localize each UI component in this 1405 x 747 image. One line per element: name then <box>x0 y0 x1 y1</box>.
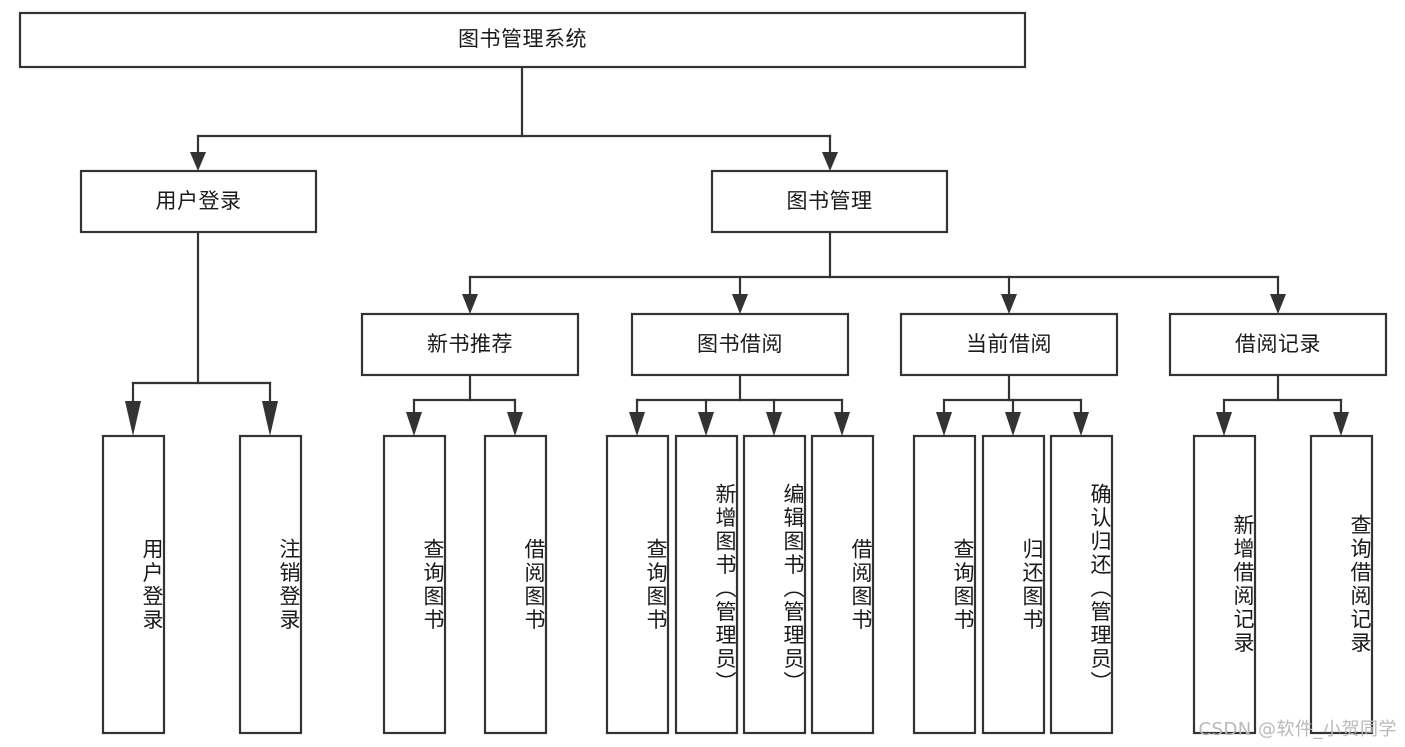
link-borrowrecord-to-leaves <box>1216 373 1349 436</box>
node-new-book-recommend-box[interactable] <box>360 312 580 377</box>
link-bookborrow-to-leaves <box>629 373 850 436</box>
link-root-to-level2 <box>190 65 838 171</box>
leaf-box-borrow-record-2[interactable] <box>1309 434 1374 735</box>
link-userlogin-to-leaves <box>125 230 278 436</box>
leaf-box-book-borrow-2[interactable] <box>674 434 739 735</box>
link-bookmgmt-to-level3 <box>462 230 1286 314</box>
node-root-box[interactable] <box>18 11 1027 69</box>
node-current-borrow-box[interactable] <box>899 312 1119 377</box>
leaf-box-user-login-2[interactable] <box>238 434 303 735</box>
leaf-box-user-login-1[interactable] <box>101 434 166 735</box>
leaf-box-new-book-2[interactable] <box>483 434 548 735</box>
node-book-management-box[interactable] <box>710 169 949 234</box>
link-newbook-to-leaves <box>406 373 523 436</box>
leaf-box-current-borrow-2[interactable] <box>981 434 1046 735</box>
leaf-box-book-borrow-3[interactable] <box>742 434 807 735</box>
csdn-watermark: CSDN @软件_小贺同学 <box>1198 719 1397 740</box>
leaf-box-book-borrow-4[interactable] <box>810 434 875 735</box>
leaf-box-book-borrow-1[interactable] <box>605 434 670 735</box>
node-borrow-record-box[interactable] <box>1168 312 1388 377</box>
node-user-login-box[interactable] <box>79 169 318 234</box>
leaf-box-current-borrow-3[interactable] <box>1049 434 1114 735</box>
leaf-box-new-book-1[interactable] <box>382 434 447 735</box>
link-currentborrow-to-leaves <box>936 373 1089 436</box>
node-book-borrow-box[interactable] <box>630 312 850 377</box>
leaf-box-borrow-record-1[interactable] <box>1192 434 1257 735</box>
leaf-box-current-borrow-1[interactable] <box>912 434 977 735</box>
